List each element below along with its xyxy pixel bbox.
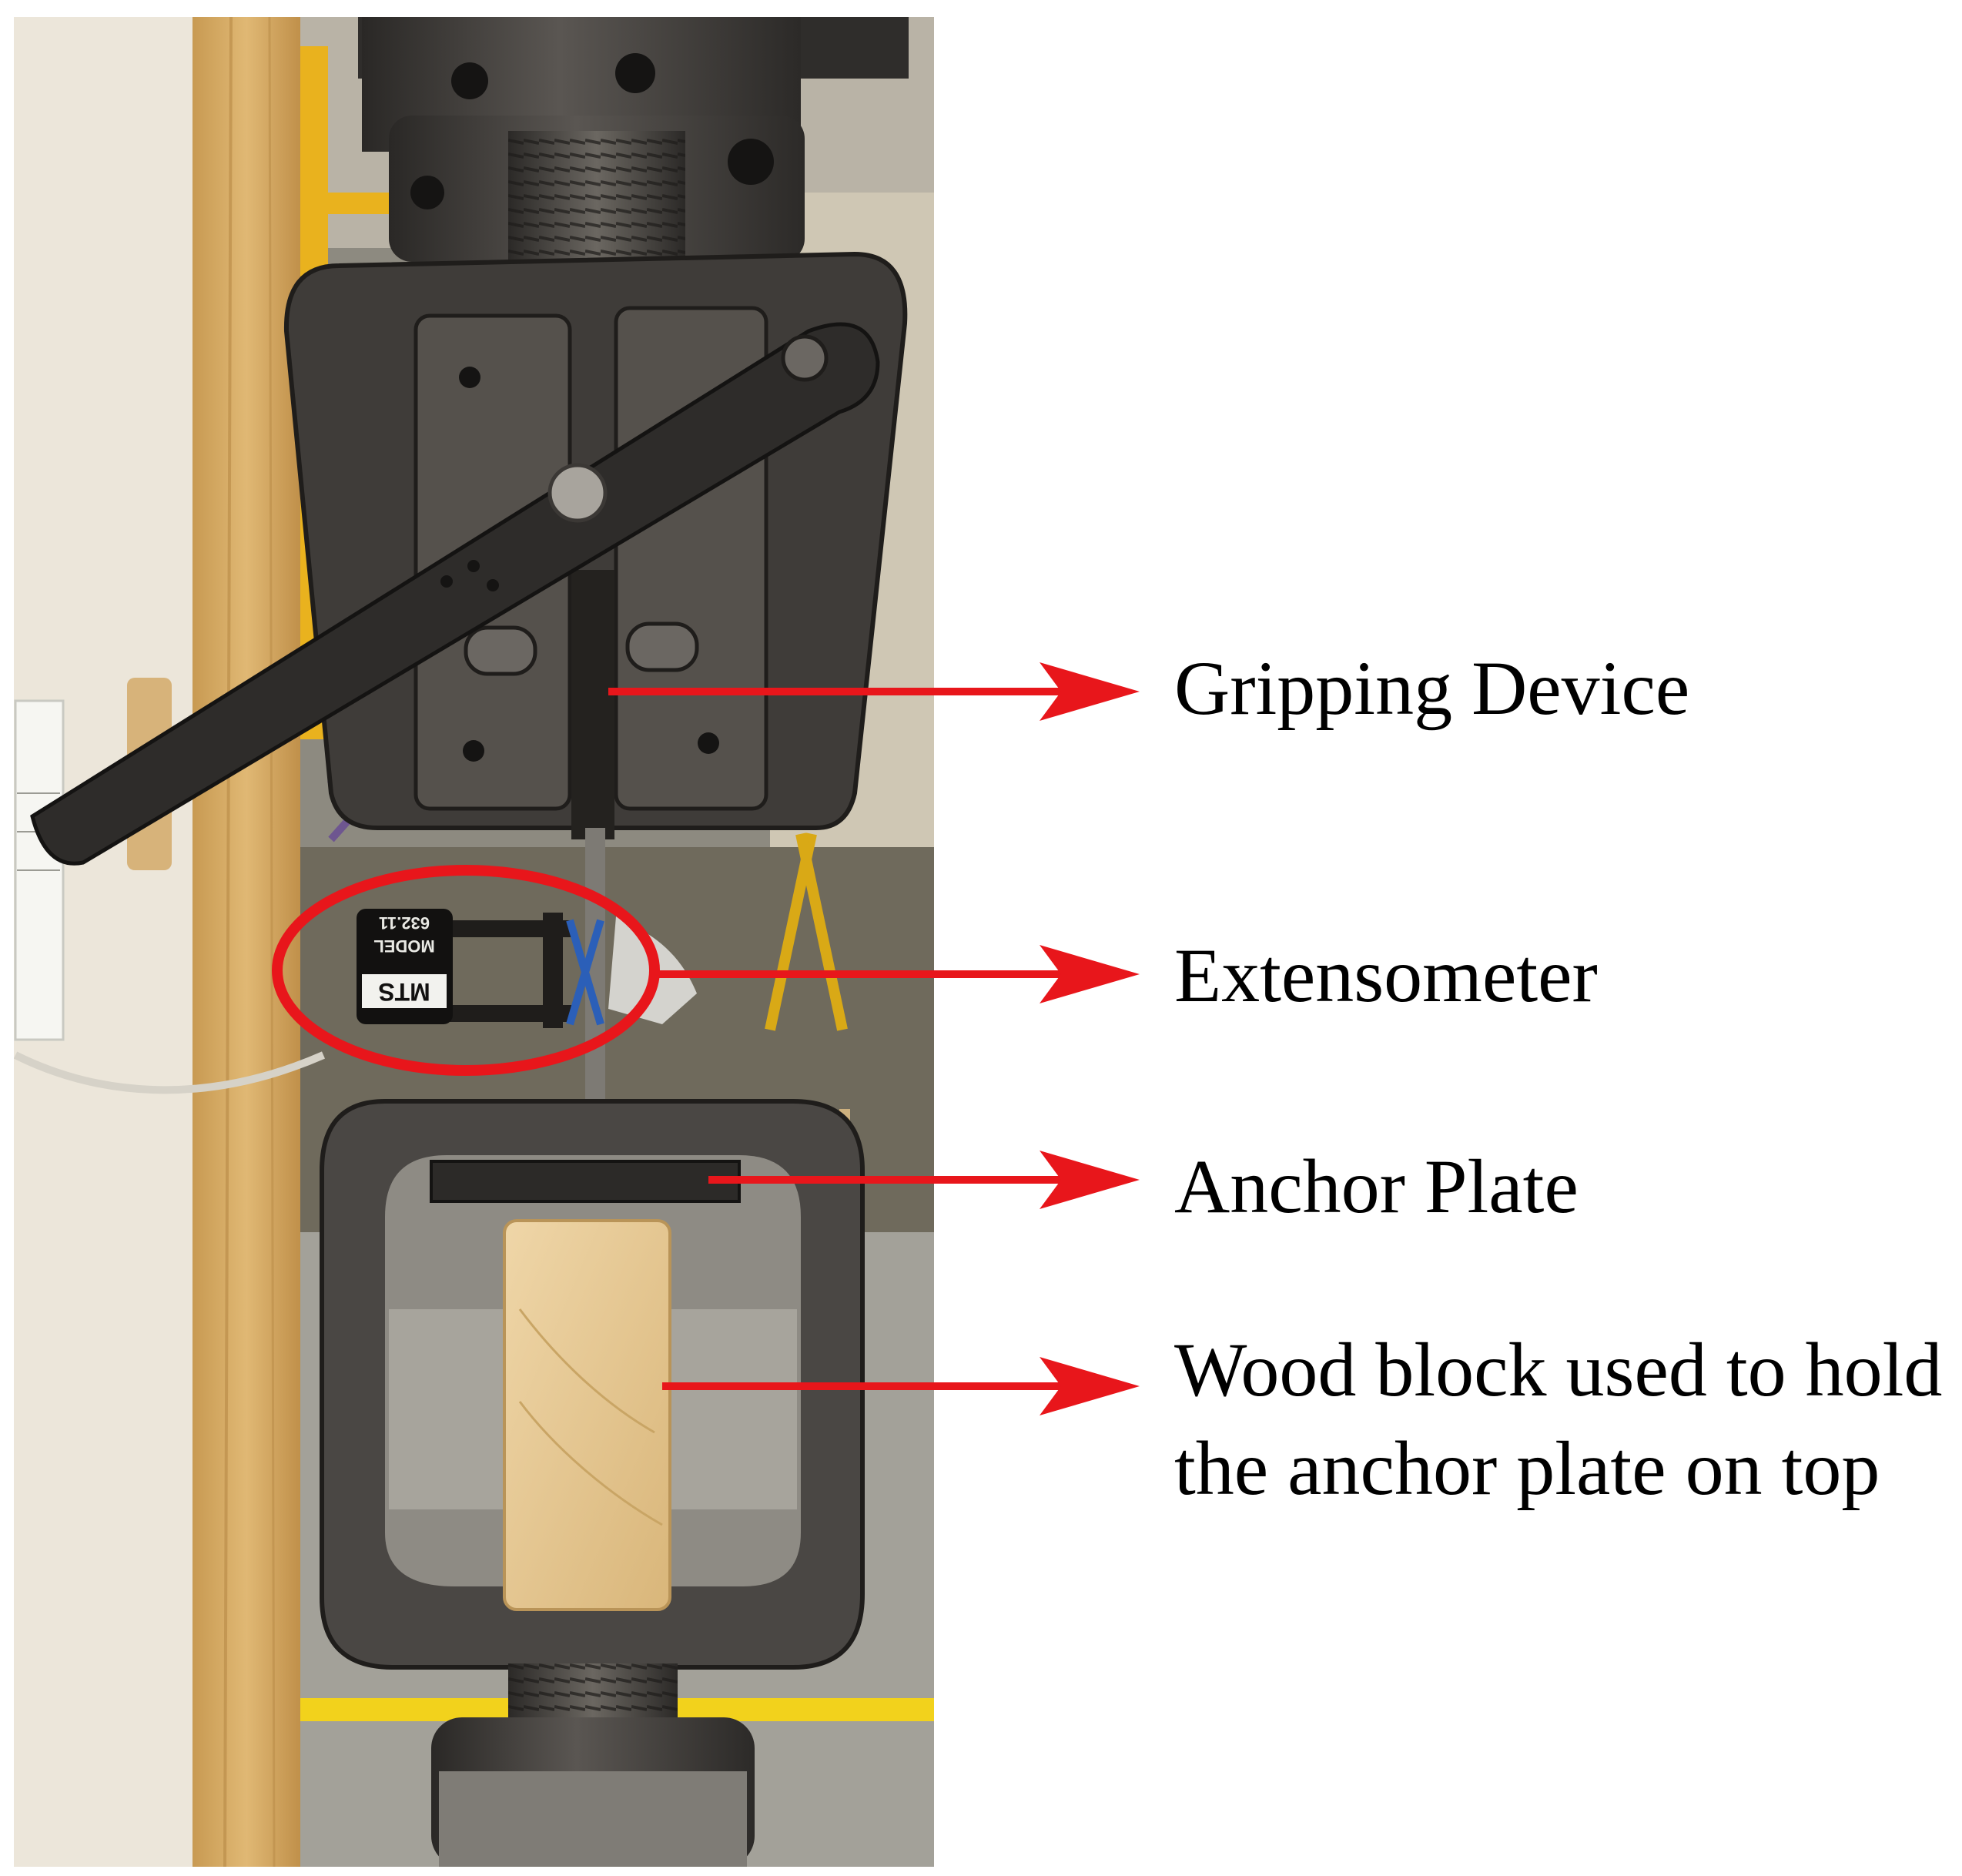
wood-block-photo [503, 1219, 671, 1611]
highlight-circle [272, 865, 660, 1076]
callout-anchor-plate [708, 1151, 1140, 1209]
upper-crosshead [358, 17, 909, 285]
callout-gripping-device [608, 662, 1140, 721]
arrow-head-anchor [1040, 1151, 1140, 1209]
gripping-device [30, 251, 908, 866]
anchor-plate-photo [430, 1160, 741, 1203]
extensometer-brand: MTS [378, 978, 430, 1006]
arrow-head-wood [1040, 1357, 1140, 1415]
callout-wood-block [662, 1357, 1140, 1415]
extensometer-device: MTS MODEL 632.11 [357, 909, 697, 1028]
callout-extensometer [272, 865, 1140, 1076]
photo: MTS MODEL 632.11 [14, 17, 934, 1867]
arrow-head-gripping [1040, 662, 1140, 721]
extensometer-model-number: 632.11 [379, 913, 430, 933]
extensometer-model-label: MODEL [373, 936, 434, 956]
arrow-head-extensometer [1040, 945, 1140, 1003]
